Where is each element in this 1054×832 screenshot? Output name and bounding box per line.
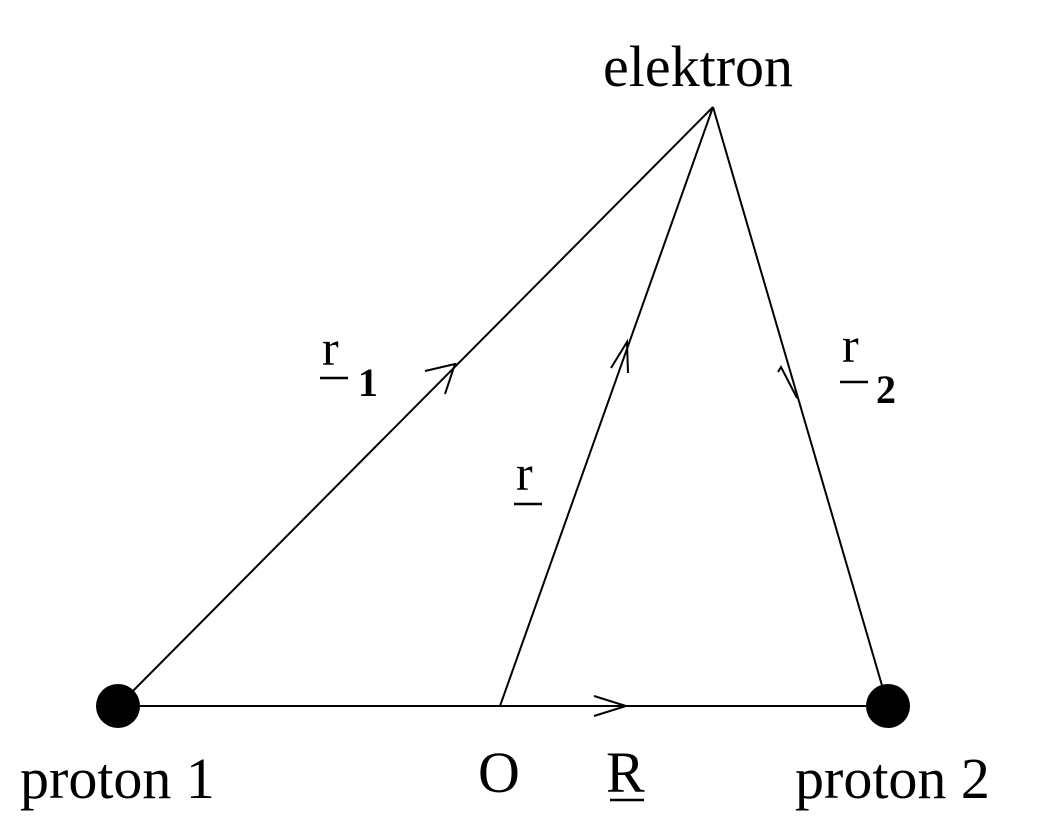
vector-R-label: R: [606, 740, 645, 805]
vector-r1-subscript: 1: [358, 360, 378, 405]
vector-r1-label: r: [322, 320, 339, 376]
proton-2-dot: [866, 684, 910, 728]
line-r2: [712, 106, 889, 707]
line-r: [499, 106, 714, 707]
arrowhead-r1: [424, 362, 457, 395]
arrowhead-r2: [777, 364, 798, 399]
vector-r2-subscript: 2: [876, 367, 896, 412]
origin-label: O: [478, 740, 520, 805]
electron-label: elektron: [603, 34, 793, 99]
arrowhead-R: [593, 695, 630, 717]
vector-r-label: r: [516, 445, 533, 501]
proton-2-label: proton 2: [795, 746, 990, 811]
vector-r2-label: r: [842, 317, 859, 373]
line-r1: [117, 106, 714, 707]
proton-1-dot: [96, 684, 140, 728]
proton-1-label: proton 1: [20, 746, 215, 811]
arrowhead-r: [610, 338, 629, 374]
